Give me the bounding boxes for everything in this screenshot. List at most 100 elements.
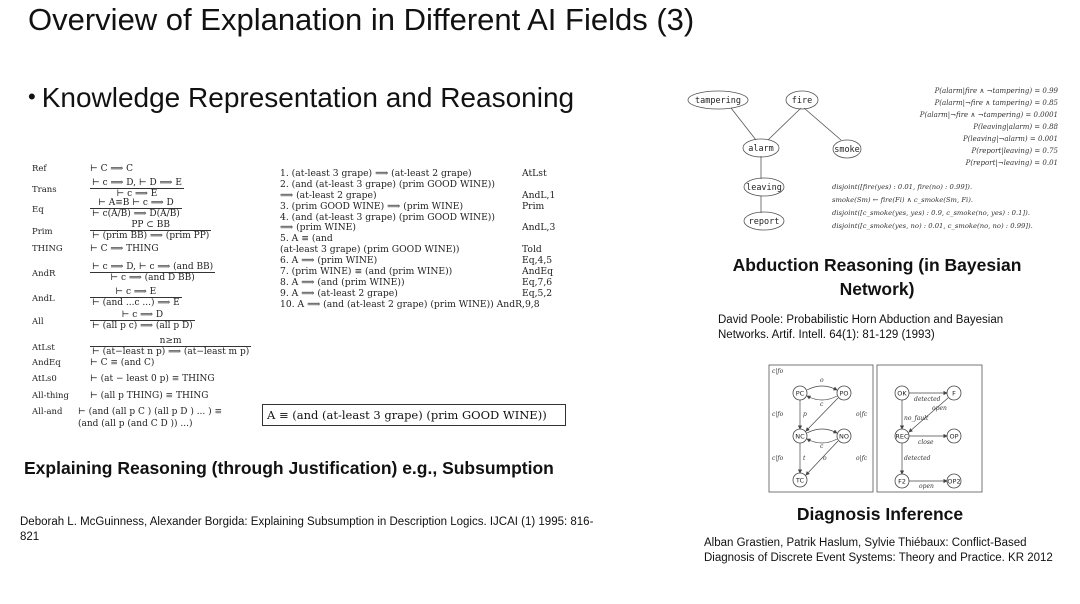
step-text: ⟹ (prim WINE) (280, 222, 356, 234)
prob-line: P(leaving|alarm) = 0.88 (972, 123, 1058, 131)
rule-expression: ⊢ (at − least 0 p) ≡ THING (90, 374, 215, 384)
node-label: fire (792, 96, 812, 106)
rule-premise: ⊢ c ⟹ E (90, 287, 182, 298)
bullet-heading: •Knowledge Representation and Reasoning (28, 82, 574, 114)
rule-name: AndL (32, 294, 55, 304)
rule-conclusion: ⊢ (all p c) ⟹ (all p D) (92, 321, 193, 331)
step-text: 5. A ≡ (and (280, 233, 333, 245)
prob-line: P(alarm|fire ∧ ¬tampering) = 0.99 (934, 87, 1059, 95)
rule-expression: ⊢ c ⟹ E⊢ (and ...c ...) ⟹ E (90, 287, 182, 308)
edge-label: o (823, 455, 827, 462)
step-text: 4. (and (at-least 3 grape) (prim GOOD WI… (280, 211, 495, 223)
rule-expression: ⊢ c ⟹ D, ⊢ D ⟹ E⊢ c ⟹ E (90, 178, 184, 199)
step-justification: AndL,1 (522, 189, 556, 201)
step-justification: AtLst (522, 168, 547, 179)
rule-premise: ⊢ A≡B ⊢ c ⟹ D (90, 198, 182, 209)
node-label: leaving (746, 183, 782, 193)
left-automaton-frame (768, 364, 874, 493)
step-text: (at-least 3 grape) (prim GOOD WINE)) (280, 244, 460, 256)
disjoint-line: smoke(Sm) ← fire(Fi) ∧ c_smoke(Sm, Fi). (832, 196, 973, 204)
edge-label: c (820, 443, 824, 450)
rule-name: AndEq (32, 358, 61, 368)
state-label: NC (795, 433, 805, 441)
step-text: 8. A ⟹ (and (prim WINE)) (280, 276, 405, 288)
boxed-definition: A ≡ (and (at-least 3 grape) (prim GOOD W… (262, 404, 566, 426)
node-tampering (687, 90, 749, 110)
step-justification: AndEq (522, 266, 554, 278)
rule-expression: ⊢ c ⟹ D, ⊢ c ⟹ (and BB)⊢ c ⟹ (and D BB) (90, 262, 216, 283)
state-label: OP (949, 433, 958, 441)
rule-expression: ⊢ C ≡ (and C) (90, 358, 154, 368)
step-justification: Eq,5,2 (522, 287, 553, 299)
rule-conclusion: ⊢ C ⟹ C (90, 164, 133, 174)
rule-conclusion: ⊢ c(A/B) ⟹ D(A/B) (92, 209, 180, 219)
step-text: 9. A ⟹ (at-least 2 grape) (280, 287, 398, 299)
prob-line: P(report|leaving) = 0.75 (970, 147, 1058, 155)
step-text: 3. (prim GOOD WINE) ⟹ (prim WINE) (280, 200, 464, 212)
rule-expression: ⊢ (all p THING) ≡ THING (90, 391, 208, 401)
state-label: PC (796, 390, 805, 398)
edge-label: c (820, 401, 824, 408)
edge-label: o (820, 377, 824, 384)
rule-expression: ⊢ (and (all p C ) (all p D ) ... ) ≡ (78, 407, 222, 417)
caption-diagnosis: Diagnosis Inference (796, 504, 964, 524)
rule-conclusion: ⊢ c ⟹ (and D BB) (110, 273, 195, 283)
edge-label: close (918, 439, 934, 446)
slide-title: Overview of Explanation in Different AI … (28, 2, 695, 37)
rule-name: All-and (32, 407, 63, 417)
rule-name: Ref (32, 164, 47, 174)
edge-label: open (919, 483, 934, 490)
step-text: 10. A ⟹ (and (at-least 2 grape) (prim WI… (280, 298, 540, 310)
step-justification: Eq,4,5 (522, 255, 553, 267)
rule-name: AtLs0 (32, 374, 57, 384)
rule-name: AndR (32, 269, 56, 279)
prob-line: P(alarm|¬fire ∧ tampering) = 0.85 (934, 99, 1059, 107)
bayesian-network-figure: tampering fire alarm smoke leaving repor… (687, 87, 1059, 231)
caption-abduction: Abduction Reasoning (in Bayesian Network… (732, 255, 1022, 299)
rule-premise: n≥m (90, 336, 252, 347)
node-label: tampering (695, 96, 741, 106)
rule-expression: n≥m⊢ (at−least n p) ⟹ (at−least m p) (90, 336, 252, 357)
edge-label: open (932, 405, 947, 412)
state-label: F (952, 390, 956, 398)
state-label: F2 (898, 478, 906, 486)
rule-name: Eq (32, 205, 44, 215)
edge-label: detected (914, 396, 941, 403)
state-label: OK (897, 390, 907, 398)
state-label: OP2 (947, 478, 960, 486)
disjoint-line: disjoint([fire(yes) : 0.01, fire(no) : 0… (832, 183, 972, 191)
rule-expression: PP ⊂ BB⊢ (prim BB) ⟹ (prim PP) (90, 220, 212, 241)
rule-expression: ⊢ C ⟹ THING (90, 244, 159, 254)
node-report (743, 211, 785, 231)
prob-line: P(alarm|¬fire ∧ ¬tampering) = 0.0001 (919, 111, 1058, 119)
rule-expression: ⊢ C ⟹ C (90, 164, 133, 174)
bullet-dot: • (28, 84, 36, 109)
right-automaton-frame (876, 364, 983, 493)
state-label: TC (795, 477, 805, 485)
state-no (836, 428, 852, 444)
edge-label: o|fc (856, 411, 868, 418)
node-label: report (749, 217, 780, 227)
rule-conclusion: ⊢ C ≡ (and C) (90, 358, 155, 368)
bullet-text: Knowledge Representation and Reasoning (41, 82, 575, 113)
rule-premise: ⊢ c ⟹ D (90, 310, 195, 321)
node-label: alarm (748, 144, 774, 154)
node-fire (785, 90, 819, 110)
step-justification: Told (522, 244, 542, 256)
rule-name: All-thing (32, 391, 69, 401)
disjoint-line: disjoint([c_smoke(yes, no) : 0.01, c_smo… (832, 222, 1033, 230)
rule-conclusion: ⊢ (all p THING) ≡ THING (90, 391, 209, 401)
step-text: 6. A ⟹ (prim WINE) (280, 255, 378, 267)
citation-grastien: Alban Grastien, Patrik Haslum, Sylvie Th… (704, 537, 1053, 564)
rule-conclusion: ⊢ (at − least 0 p) ≡ THING (90, 374, 215, 384)
step-justification: Eq,7,6 (522, 276, 553, 288)
edge-label: no_fault (904, 415, 929, 422)
citation-poole: David Poole: Probabilistic Horn Abductio… (718, 314, 1004, 341)
prob-line: P(report|¬leaving) = 0.01 (965, 159, 1058, 167)
rule-conclusion: ⊢ (at−least n p) ⟹ (at−least m p) (92, 347, 250, 357)
rule-premise: PP ⊂ BB (90, 220, 212, 231)
step-justification: AndL,3 (522, 222, 556, 234)
rule-name: Trans (32, 185, 57, 195)
rule-name: THING (32, 244, 63, 254)
rule-premise: ⊢ c ⟹ D, ⊢ c ⟹ (and BB) (90, 262, 216, 273)
